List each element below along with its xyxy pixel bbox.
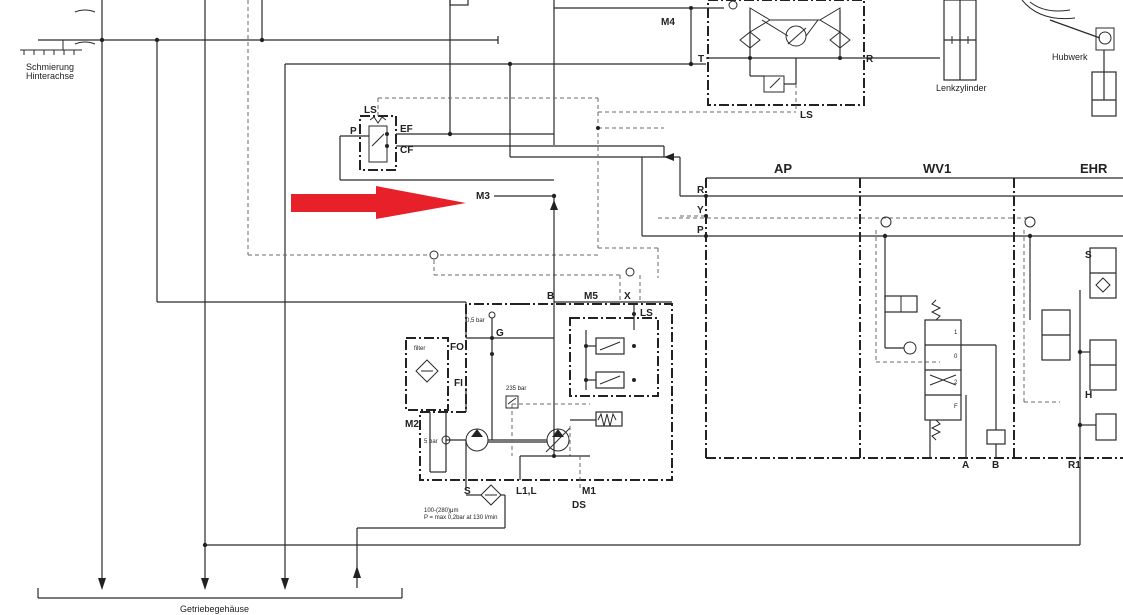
- s-suction-label: S: [464, 486, 471, 497]
- tank-return-lines: [20, 0, 1080, 599]
- lenkzylinder-label: Lenkzylinder: [936, 83, 987, 93]
- spool-0-label: 0: [954, 354, 958, 360]
- m1-label: M1: [582, 486, 596, 497]
- x-pump-label: X: [624, 291, 631, 302]
- ls-pump-label: LS: [640, 308, 653, 319]
- m4-label: M4: [661, 17, 675, 28]
- filter-spec-1: 100-(280)μm: [424, 508, 458, 514]
- m5-label: M5: [584, 291, 598, 302]
- pilot-lines: [247, 0, 1036, 302]
- spool-1-label: 1: [954, 330, 958, 336]
- fi-label: FI: [454, 378, 463, 389]
- b-pump-label: B: [547, 291, 554, 302]
- priority-valve: [339, 61, 680, 248]
- m3-line: [494, 193, 557, 199]
- g-pump-label: G: [496, 328, 504, 339]
- p-inlet-label: P: [697, 225, 704, 236]
- filter-label: filter: [414, 346, 425, 352]
- schmierung-label-1: Schmierung: [26, 62, 74, 72]
- m3-label: M3: [476, 191, 490, 202]
- section-wv1-label: WV1: [923, 161, 951, 176]
- filter-spec-2: P = max 0,2bar at 130 l/min: [424, 515, 497, 521]
- bar-5-label: 5 bar: [424, 439, 438, 445]
- bar-235-label: 235 bar: [506, 386, 526, 392]
- y-inlet-label: Y: [697, 205, 704, 216]
- m2-label: M2: [405, 419, 419, 430]
- t-port-label: T: [698, 54, 704, 65]
- ls-steer-label: LS: [800, 110, 813, 121]
- spool-2-label: 2: [954, 380, 958, 386]
- getriebe-label: Getriebegehäuse: [180, 604, 249, 614]
- l1l-label: L1,L: [516, 486, 537, 497]
- ds-label: DS: [572, 500, 586, 511]
- p-prio-label: P: [350, 126, 357, 137]
- control-block: [641, 146, 1123, 545]
- r-inlet-label: R: [697, 185, 705, 196]
- steering-cylinder: [943, 0, 977, 81]
- red-arrow: [291, 186, 466, 219]
- fo-label: FO: [450, 342, 464, 353]
- section-ap-label: AP: [774, 161, 792, 176]
- pump-group: [405, 196, 673, 506]
- steering-unit: [449, 0, 940, 145]
- schmierung-label-2: Hinterachse: [26, 71, 74, 81]
- ls-prio-label: LS: [364, 105, 377, 116]
- cf-label: CF: [400, 145, 413, 156]
- r-port-label: R: [866, 54, 874, 65]
- spool-f-label: F: [954, 404, 958, 410]
- wv1-b-label: B: [992, 460, 999, 471]
- wv1-a-label: A: [962, 460, 969, 471]
- ehr-s-label: S: [1085, 250, 1092, 261]
- hubwerk-label: Hubwerk: [1052, 52, 1088, 62]
- section-ehr-label: EHR: [1080, 161, 1108, 176]
- ehr-h-label: H: [1085, 390, 1092, 401]
- bar-05-label: 0,5 bar: [466, 318, 485, 324]
- r1-label: R1: [1068, 460, 1081, 471]
- lift-mechanism: [1021, 0, 1117, 117]
- ef-label: EF: [400, 124, 413, 135]
